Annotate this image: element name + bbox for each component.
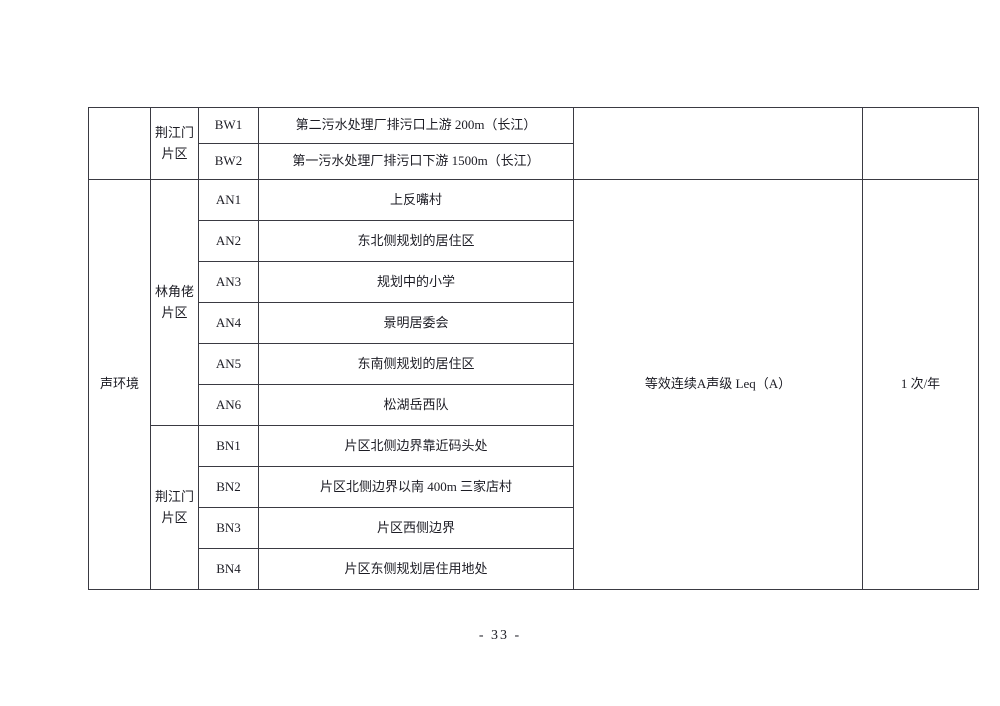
site-code-cell: BW2 (198, 143, 259, 180)
site-desc-cell: 第二污水处理厂排污口上游 200m（长江） (258, 107, 574, 144)
site-desc-cell: 片区东侧规划居住用地处 (258, 548, 574, 590)
site-desc-cell: 东南侧规划的居住区 (258, 343, 574, 385)
site-code-cell: AN5 (198, 343, 259, 385)
site-code-cell: BN2 (198, 466, 259, 508)
site-desc-cell: 第一污水处理厂排污口下游 1500m（长江） (258, 143, 574, 180)
metric-cell-empty (573, 107, 863, 180)
district-cell-jingjiangmen-bottom: 荆江门片区 (150, 425, 199, 590)
site-code-cell: AN1 (198, 179, 259, 221)
table-row-bn4: BN4 片区东侧规划居住用地处 (89, 548, 979, 590)
site-desc-cell: 东北侧规划的居住区 (258, 220, 574, 262)
table-row-bn2: BN2 片区北侧边界以南 400m 三家店村 (89, 466, 979, 508)
category-cell-noise: 声环境 (88, 179, 151, 590)
site-desc-cell: 松湖岳西队 (258, 384, 574, 426)
frequency-cell: 1 次/年 (862, 179, 979, 590)
site-code-cell: AN2 (198, 220, 259, 262)
table-row-bn1: 荆江门片区 BN1 片区北侧边界靠近码头处 (89, 425, 979, 590)
table-row-bw1: 荆江门片区 BW1 第二污水处理厂排污口上游 200m（长江） (88, 107, 979, 180)
site-desc-cell: 景明居委会 (258, 302, 574, 344)
site-code-cell: BN1 (198, 425, 259, 467)
metric-cell-leq: 等效连续A声级 Leq（A） (573, 179, 863, 590)
site-desc-cell: 片区北侧边界靠近码头处 (258, 425, 574, 467)
monitoring-plan-table: 荆江门片区 BW1 第二污水处理厂排污口上游 200m（长江） BW2 第一污水… (88, 107, 979, 590)
table-row-an3: AN3 规划中的小学 (89, 261, 979, 303)
table-row-bw2: BW2 第一污水处理厂排污口下游 1500m（长江） (89, 143, 979, 180)
table-row-bn3: BN3 片区西侧边界 (89, 507, 979, 549)
table-row-an4: AN4 景明居委会 (89, 302, 979, 344)
category-cell-empty (88, 107, 151, 180)
site-code-cell: AN6 (198, 384, 259, 426)
site-desc-cell: 片区西侧边界 (258, 507, 574, 549)
table-row-an5: AN5 东南侧规划的居住区 (89, 343, 979, 385)
frequency-cell-empty (862, 107, 979, 180)
table-row-an2: AN2 东北侧规划的居住区 (89, 220, 979, 262)
site-desc-cell: 规划中的小学 (258, 261, 574, 303)
site-code-cell: BN4 (198, 548, 259, 590)
site-code-cell: BN3 (198, 507, 259, 549)
site-code-cell: AN4 (198, 302, 259, 344)
district-cell-jingjiangmen-top: 荆江门片区 (150, 107, 199, 180)
site-desc-cell: 片区北侧边界以南 400m 三家店村 (258, 466, 574, 508)
site-code-cell: AN3 (198, 261, 259, 303)
table-row-an1: 声环境 林角佬片区 AN1 上反嘴村 等效连续A声级 Leq（A） 1 次/年 (88, 179, 979, 590)
site-desc-cell: 上反嘴村 (258, 179, 574, 221)
page-number: - 33 - (478, 628, 522, 643)
table-row-an6: AN6 松湖岳西队 (89, 384, 979, 426)
district-cell-linjiaolao: 林角佬片区 (150, 179, 199, 426)
site-code-cell: BW1 (198, 107, 259, 144)
